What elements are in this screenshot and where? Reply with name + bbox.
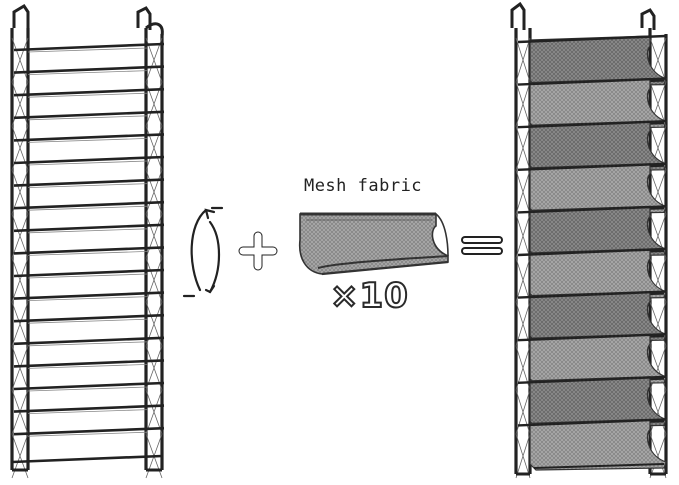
empty-rack [10,3,165,479]
rung [11,454,163,464]
rung [13,87,165,97]
cross-brace [145,213,163,259]
rung [517,34,667,44]
rung [13,42,165,52]
rung [13,178,165,187]
hook [12,3,30,30]
rung [13,133,165,142]
rung [13,65,165,74]
cross-brace [515,169,531,215]
cross-brace [145,125,163,171]
rung-shadow [27,273,149,279]
rung [13,426,165,436]
rung-shadow [27,160,149,166]
rung [517,290,667,299]
rung-shadow [27,115,149,121]
rung [517,375,667,384]
rung [517,205,667,214]
cross-brace [11,301,29,347]
mesh-fabric-pocket [298,212,449,276]
cross-brace [11,81,29,127]
cross-brace [515,389,531,435]
cross-brace [515,213,531,259]
hook [510,1,526,30]
cross-brace [11,213,29,259]
plus-icon [238,231,278,271]
rung [13,110,165,120]
cross-brace [515,37,531,83]
rung [517,77,667,86]
rung-shadow [27,92,149,98]
cross-brace [145,169,163,215]
rung [13,336,165,346]
rung-shadow [27,409,149,414]
rung-shadow [27,183,149,188]
rung-shadow [27,341,149,347]
rung-shadow [27,70,149,75]
cross-brace [515,81,531,127]
rung [13,246,165,255]
rung-shadow [27,364,149,369]
cross-brace [515,125,531,171]
quantity-label: ×10 [329,275,409,317]
mesh-pocket [529,418,667,471]
equals-icon [461,236,503,255]
cross-brace [11,345,29,391]
rung-shadow [27,386,149,392]
rung [517,333,667,342]
mesh-fabric-label: Mesh fabric [303,176,423,196]
rung-shadow [27,431,149,437]
rung [13,313,165,323]
hook [136,6,152,30]
assembled-rack-with-pockets [510,1,668,479]
rung-shadow [27,138,149,143]
rung [13,404,165,413]
rung-shadow [27,205,149,211]
pocket-lip [533,463,665,469]
rung-shadow [27,47,149,53]
cross-brace [145,389,163,435]
cross-brace [515,433,531,479]
rotate-arrows-icon [182,206,224,298]
rung-shadow [27,251,149,256]
cross-brace [11,37,29,83]
rung [13,268,165,278]
cross-brace [145,257,163,303]
rung [13,200,165,210]
rung-shadow [27,228,149,234]
rung [517,120,667,129]
rung [517,418,667,427]
rung [13,291,165,300]
rung [13,155,165,165]
hook [640,8,656,30]
cross-brace [515,257,531,303]
top-bend [145,22,164,37]
rung-shadow [27,318,149,324]
rung [13,359,165,368]
cross-brace [11,257,29,303]
rung [517,162,667,171]
cross-brace [649,433,667,479]
cross-brace [649,389,667,435]
rung [517,247,667,257]
rung [13,223,165,233]
rung-shadow [27,296,149,301]
rung [13,381,165,391]
